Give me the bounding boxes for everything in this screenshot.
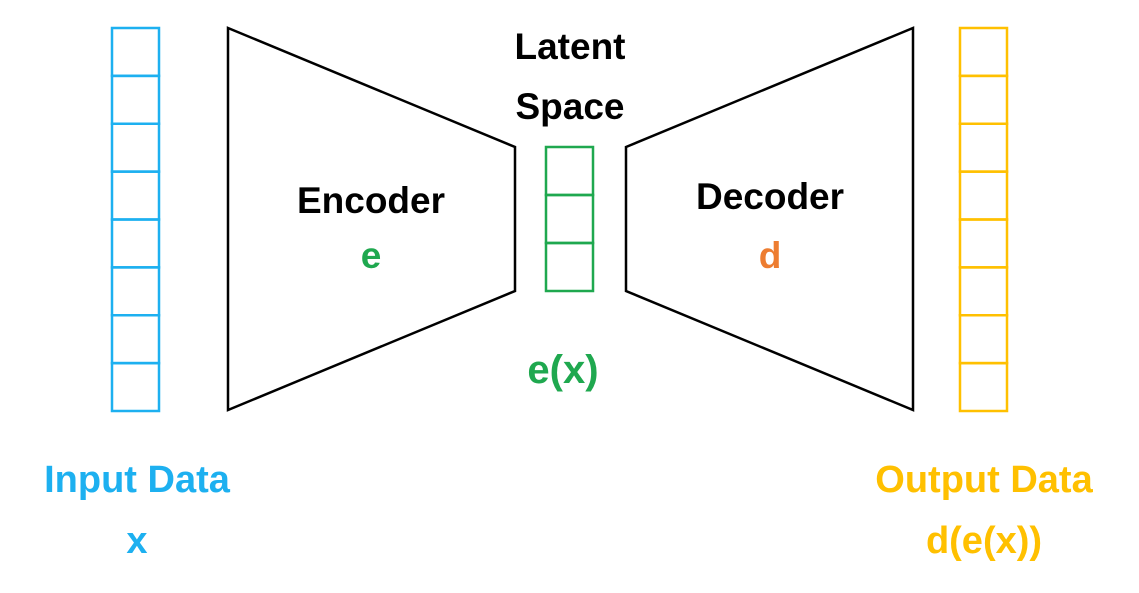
input-vector-cell (110, 314, 161, 365)
decoder-trapezoid (624, 26, 915, 412)
encoder-symbol: e (361, 235, 382, 276)
output-vector-cell (958, 361, 1009, 413)
output-vector-cell (958, 26, 1009, 78)
latent-title-line1: Latent (515, 26, 626, 67)
output-vector (958, 26, 1009, 413)
latent-symbol: e(x) (527, 348, 598, 392)
input-vector-cell (110, 74, 161, 125)
decoder-symbol: d (759, 235, 782, 276)
input-vector-cell (110, 122, 161, 173)
input-vector-cell (110, 26, 161, 78)
output-vector-cell (958, 122, 1009, 173)
output-vector-cell (958, 266, 1009, 317)
input-vector-cell (110, 218, 161, 269)
input-vector (110, 26, 161, 413)
decoder-label: Decoder (696, 176, 844, 217)
latent-title-line2: Space (515, 86, 624, 127)
input-vector-cell (110, 170, 161, 221)
input-label: Input Data (44, 459, 231, 501)
output-vector-cell (958, 74, 1009, 125)
latent-vector-cell (544, 193, 595, 245)
input-symbol: x (126, 520, 147, 562)
output-vector-cell (958, 170, 1009, 221)
encoder-label: Encoder (297, 180, 445, 221)
output-vector-cell (958, 218, 1009, 269)
output-label: Output Data (875, 459, 1093, 501)
latent-vector-cell (544, 241, 595, 293)
output-symbol: d(e(x)) (926, 520, 1042, 562)
input-vector-cell (110, 361, 161, 413)
latent-vector-cell (544, 145, 595, 197)
encoder-trapezoid (226, 26, 517, 412)
latent-vector (544, 145, 595, 293)
output-vector-cell (958, 314, 1009, 365)
input-vector-cell (110, 266, 161, 317)
